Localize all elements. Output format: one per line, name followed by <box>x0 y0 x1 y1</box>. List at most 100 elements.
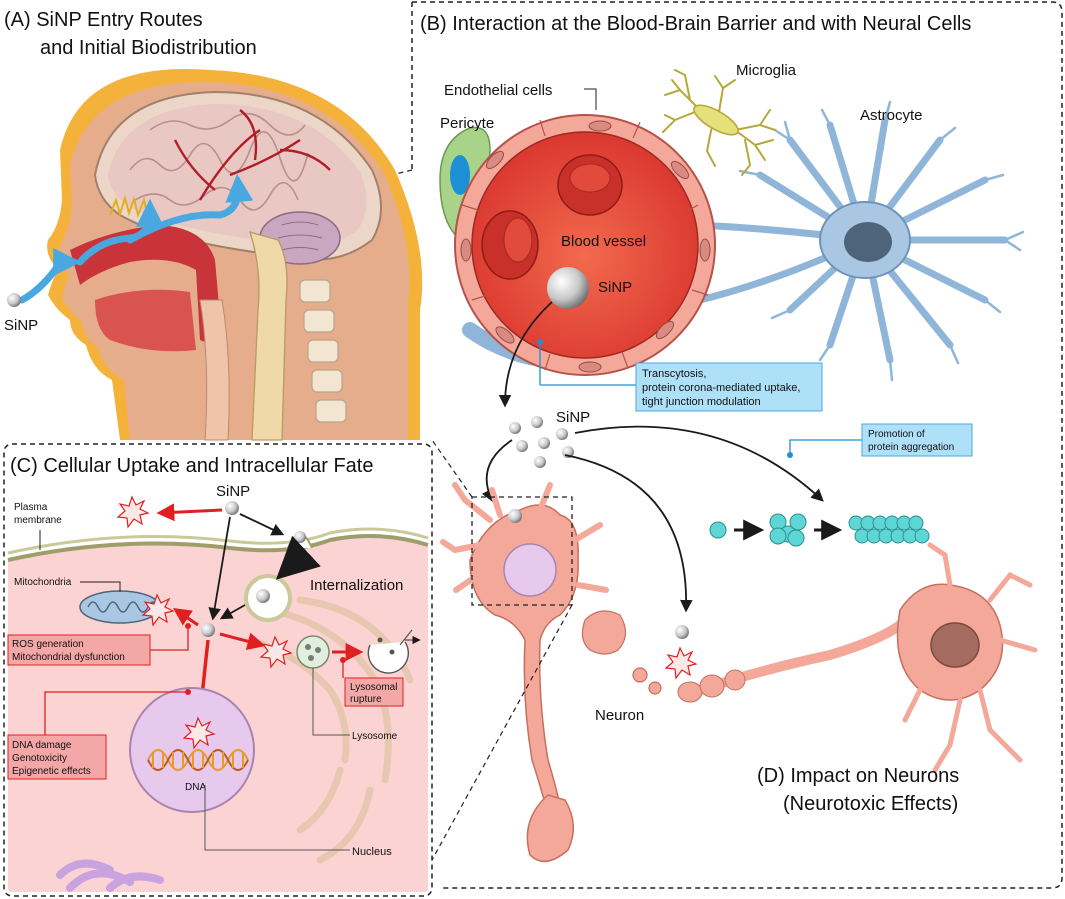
aggregation-leader <box>789 439 862 455</box>
mitochondria-label: Mitochondria <box>14 577 72 588</box>
dna-label: DNA <box>185 782 206 793</box>
neuron-right-nucleus <box>930 622 980 668</box>
neuron-label: Neuron <box>595 707 644 724</box>
ros-line2: Mitochondrial dysfunction <box>12 652 125 663</box>
mito-toxicity-arrow <box>173 607 199 627</box>
endocytosis-arrow <box>239 513 285 536</box>
panel-d-title-line1: (D) Impact on Neurons <box>757 765 959 787</box>
neuron-right <box>677 542 1038 773</box>
vessel-lumen <box>471 131 699 359</box>
head-sagittal-illustration <box>18 69 423 441</box>
dna-line2: Genotoxicity <box>12 753 67 764</box>
myelin-beads <box>677 669 746 703</box>
dna-line3: Epigenetic effects <box>12 766 91 777</box>
endothelial-leader <box>584 88 597 110</box>
zoom-box-neuron <box>471 496 573 606</box>
blood-vessel-label: Blood vessel <box>561 233 646 250</box>
mitochondria-leader <box>80 581 121 592</box>
bbb-crossing-arrow <box>498 301 553 408</box>
aggregation-callout: Promotion of protein aggregation <box>861 423 973 457</box>
sinp-in-vessel-label: SiNP <box>598 279 632 296</box>
protein-fibril <box>848 515 930 544</box>
internalization-arrow <box>275 535 321 580</box>
sinp-in-vessel <box>547 267 589 309</box>
panel-a-title-line2: and Initial Biodistribution <box>40 37 257 59</box>
direct-entry-arrow <box>208 516 231 621</box>
sinp-extracellular <box>225 501 239 515</box>
lysosome <box>296 635 330 669</box>
golgi <box>56 859 164 892</box>
panel-c: Lysosome Lysosomal rupture DNA Nucleus <box>3 443 433 897</box>
sinp-cluster <box>509 416 574 468</box>
endothelial-junctions <box>461 119 709 371</box>
microglia-processes <box>662 69 776 176</box>
transport-line2: protein corona-mediated uptake, <box>642 382 800 394</box>
dendritic-fragments <box>581 610 662 695</box>
dna-damage-callout: DNA damage Genotoxicity Epigenetic effec… <box>7 734 107 780</box>
panel-a-sinp-label: SiNP <box>4 317 38 334</box>
nucleus-label: Nucleus <box>352 846 392 858</box>
lysosome-leader <box>312 668 350 736</box>
ros-line1: ROS generation <box>12 639 84 650</box>
protein-monomer <box>709 521 727 539</box>
axon-terminal-left <box>526 794 574 863</box>
sinp-free-label: SiNP <box>556 409 590 426</box>
membrane-damage-arrow <box>156 503 223 522</box>
aggregation-line1: Promotion of <box>868 429 925 440</box>
protein-oligomer <box>769 513 807 547</box>
protein-aggregation <box>709 513 930 547</box>
aggregation-line2: protein aggregation <box>868 442 954 453</box>
transport-line3: tight junction modulation <box>642 396 761 408</box>
ruptured-lysosome <box>367 629 419 674</box>
red-blood-cell-2 <box>481 210 539 280</box>
ros-burst-lysosome <box>259 635 293 669</box>
sinp-at-axon <box>675 625 689 639</box>
axon-arrow <box>564 454 693 613</box>
ros-leader <box>150 626 189 651</box>
transport-callout: Transcytosis, protein corona-mediated up… <box>635 362 823 412</box>
toxicity-burst-axon <box>664 646 698 680</box>
astrocyte-nucleus <box>844 222 892 262</box>
cell-uptake-arrow <box>481 439 513 503</box>
cerebral-vessels <box>173 109 331 201</box>
cerebellum-folia <box>277 221 323 251</box>
sinp-cytoplasmic <box>201 623 215 637</box>
lysosomal-line1: Lysosomal <box>350 682 397 693</box>
microglia-label: Microglia <box>736 62 797 79</box>
lysosome-arrow <box>219 632 266 651</box>
nasal-cavity <box>70 225 222 343</box>
nasal-entry-arrow <box>18 248 82 304</box>
zoom-line-c-top <box>431 439 473 498</box>
microglia-body <box>693 104 739 136</box>
lysosome-label: Lysosome <box>352 731 398 742</box>
pharynx <box>199 299 230 441</box>
pericyte-nucleus <box>450 155 470 195</box>
sinp-at-neuron <box>508 509 522 523</box>
red-blood-cell-1 <box>557 154 623 216</box>
plasma-line2: membrane <box>14 515 62 526</box>
oral-cavity <box>95 289 196 352</box>
ros-callout: ROS generation Mitochondrial dysfunction <box>7 634 151 666</box>
panel-d-title-line2: (Neurotoxic Effects) <box>783 793 958 815</box>
brain-gyri <box>129 112 309 211</box>
panel-a-title-line1: (A) SiNP Entry Routes <box>4 9 203 31</box>
dna-damage-burst <box>182 716 216 750</box>
neuron-left-nucleus <box>503 543 557 597</box>
transport-line1: Transcytosis, <box>642 368 706 380</box>
astrocyte-label: Astrocyte <box>860 107 923 124</box>
endothelial-nuclei <box>460 120 711 373</box>
zoom-line-c-bottom <box>431 604 573 861</box>
dna-helix <box>147 749 249 771</box>
microglia <box>662 69 776 176</box>
endothelial-label: Endothelial cells <box>444 82 552 99</box>
nucleus <box>129 687 255 813</box>
ros-burst-mito <box>141 593 175 627</box>
endosome <box>244 574 292 622</box>
internalization-label: Internalization <box>310 577 403 594</box>
vertebrae <box>299 279 347 423</box>
sinp-particle-entry <box>7 293 21 307</box>
neuron-left <box>440 482 609 863</box>
aggregation-arrow <box>574 425 824 502</box>
astrocyte-branches <box>738 100 1025 382</box>
